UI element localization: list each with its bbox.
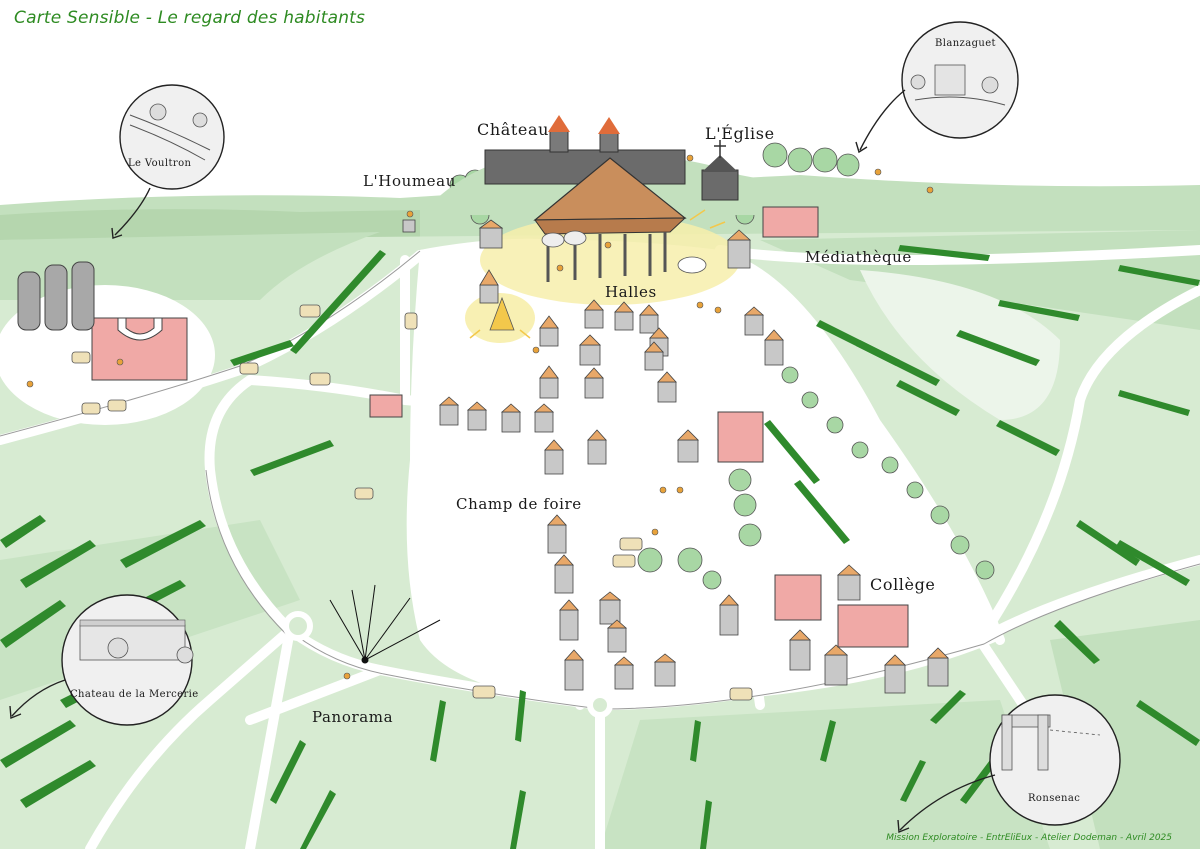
map-title: Carte Sensible - Le regard des habitants: [14, 8, 366, 28]
label-chateau: Château: [477, 120, 550, 139]
label-halles: Halles: [605, 283, 657, 301]
left-hill: [0, 209, 420, 240]
inset-mercerie: [9, 594, 194, 726]
roundabout-south: [587, 692, 613, 718]
chateau-building: [484, 115, 686, 185]
roads: [0, 238, 1200, 849]
church-building: [701, 140, 739, 201]
halles-building: [533, 157, 707, 282]
label-mediatheque: Médiathèque: [805, 248, 912, 266]
roundabout-west: [283, 611, 313, 641]
panorama-viewpoint: [329, 584, 441, 664]
hedgerows: [0, 245, 1200, 849]
people: [26, 154, 934, 680]
light-rays: [469, 209, 726, 339]
inset-voultron: [111, 84, 225, 239]
shop-logo: [117, 317, 163, 341]
christmas-tree: [489, 296, 515, 331]
inset-label-voultron: Le Voultron: [128, 158, 192, 169]
inset-ronsenac: [897, 694, 1121, 834]
field-s: [600, 700, 1050, 849]
label-college: Collège: [870, 575, 936, 594]
credit-line: Mission Exploratoire - EntrEliEux - Atel…: [886, 833, 1172, 843]
label-houmeau: L'Houmeau: [363, 172, 456, 190]
label-champ-de-foire: Champ de foire: [456, 495, 582, 513]
cars: [71, 304, 753, 701]
inset-blanzaguet: [855, 21, 1019, 154]
inset-label-ronsenac: Ronsenac: [1028, 793, 1081, 804]
silos: [17, 261, 95, 331]
label-panorama: Panorama: [312, 708, 394, 726]
houses: [402, 219, 949, 694]
inset-label-mercerie: Chateau de la Mercerie: [70, 689, 199, 700]
field-nw: [0, 232, 380, 300]
pink-buildings: [91, 206, 909, 648]
label-eglise: L'Église: [705, 124, 775, 143]
inset-label-blanzaguet: Blanzaguet: [935, 38, 996, 49]
